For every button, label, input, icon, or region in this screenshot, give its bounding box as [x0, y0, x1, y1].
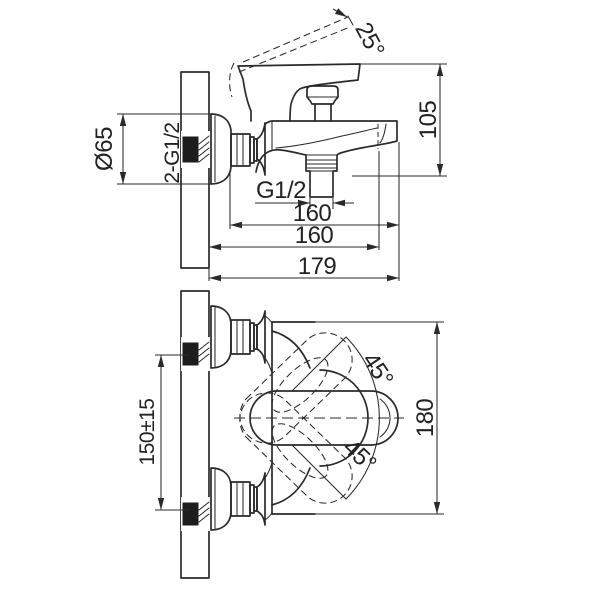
dim-105-label: 105 — [415, 101, 442, 140]
bell-flare-plan-top — [256, 310, 266, 364]
mounting-nut-plan-bottom — [230, 481, 251, 517]
dim-160-inner-label: 160 — [293, 200, 332, 227]
outlet-dim-ticks — [309, 198, 334, 209]
nut-ridges-side — [236, 133, 244, 167]
eccentric-connector-top — [182, 342, 199, 366]
spout-sculpt-lines — [275, 123, 387, 149]
eccentric-connector-bottom — [182, 502, 199, 526]
handle-raised-tip — [347, 15, 354, 26]
handle-solid-plan — [249, 390, 399, 446]
body-top-bottom-edges — [271, 321, 316, 515]
dim-25-label: 25° — [349, 18, 389, 61]
dim-150-label: 150±15 — [136, 399, 159, 466]
plan-view: 150±15 180 45° 45° — [136, 290, 444, 579]
dim-179-label: 179 — [298, 253, 337, 280]
dim-180-extensions — [315, 321, 444, 515]
angle-leader-25 — [332, 8, 348, 18]
thread-hatch-plan-bottom — [198, 501, 210, 523]
width-dim-extensions — [208, 142, 400, 281]
thread-hatch-plan-top — [198, 341, 210, 363]
thread-hatch-side — [198, 135, 210, 163]
eccentric-connector-side — [182, 136, 199, 163]
nut-ridges-plan-bottom — [236, 481, 244, 517]
escutcheon-plan-bottom — [210, 467, 232, 531]
diverter-knob-stem — [314, 103, 332, 122]
handle-dashed-down45-inner — [271, 423, 329, 479]
mounting-nut-plan-top — [230, 319, 251, 355]
dim-180-label: 180 — [412, 399, 439, 438]
outlet-thread-label: G1/2 — [256, 177, 306, 204]
swing-radial-lines — [291, 336, 347, 500]
inlet-thread-label: 2-G1/2 — [161, 122, 184, 183]
spacing-dim-extensions — [155, 354, 190, 511]
flange-dim-extensions — [117, 113, 212, 185]
bell-flare-plan-bottom — [256, 472, 266, 526]
body-dome-contours — [271, 330, 311, 506]
outlet-flange-ribs — [305, 154, 338, 172]
dim-160-mid-label: 160 — [295, 222, 334, 249]
handle-dashed-up45-inner — [271, 357, 329, 413]
wall-hatch-plan — [180, 290, 210, 579]
nut-ridges-plan-top — [236, 319, 244, 355]
handle-dashed-down45 — [239, 392, 353, 504]
flange-dia-label: Ø65 — [91, 127, 118, 171]
swing-up-label: 45° — [356, 348, 398, 392]
spout-body-outline — [255, 120, 398, 198]
lever-handle-side — [237, 63, 361, 122]
mounting-nut-side — [230, 133, 251, 167]
handle-raised-dashed — [229, 16, 351, 98]
wall-hatch-side — [180, 71, 210, 269]
diverter-knob-cap — [306, 85, 339, 105]
swing-down-label: 45° — [337, 434, 381, 478]
side-view: 25° 105 G1/2 160 160 179 Ø65 2-G1/2 — [91, 8, 447, 282]
bell-flare-side — [256, 122, 266, 176]
body-connectors-plan — [264, 315, 273, 521]
escutcheon-side — [210, 113, 232, 185]
escutcheon-plan-top — [210, 305, 232, 369]
handle-dashed-up45 — [239, 332, 353, 444]
handle-tip-inner-line — [379, 398, 391, 438]
